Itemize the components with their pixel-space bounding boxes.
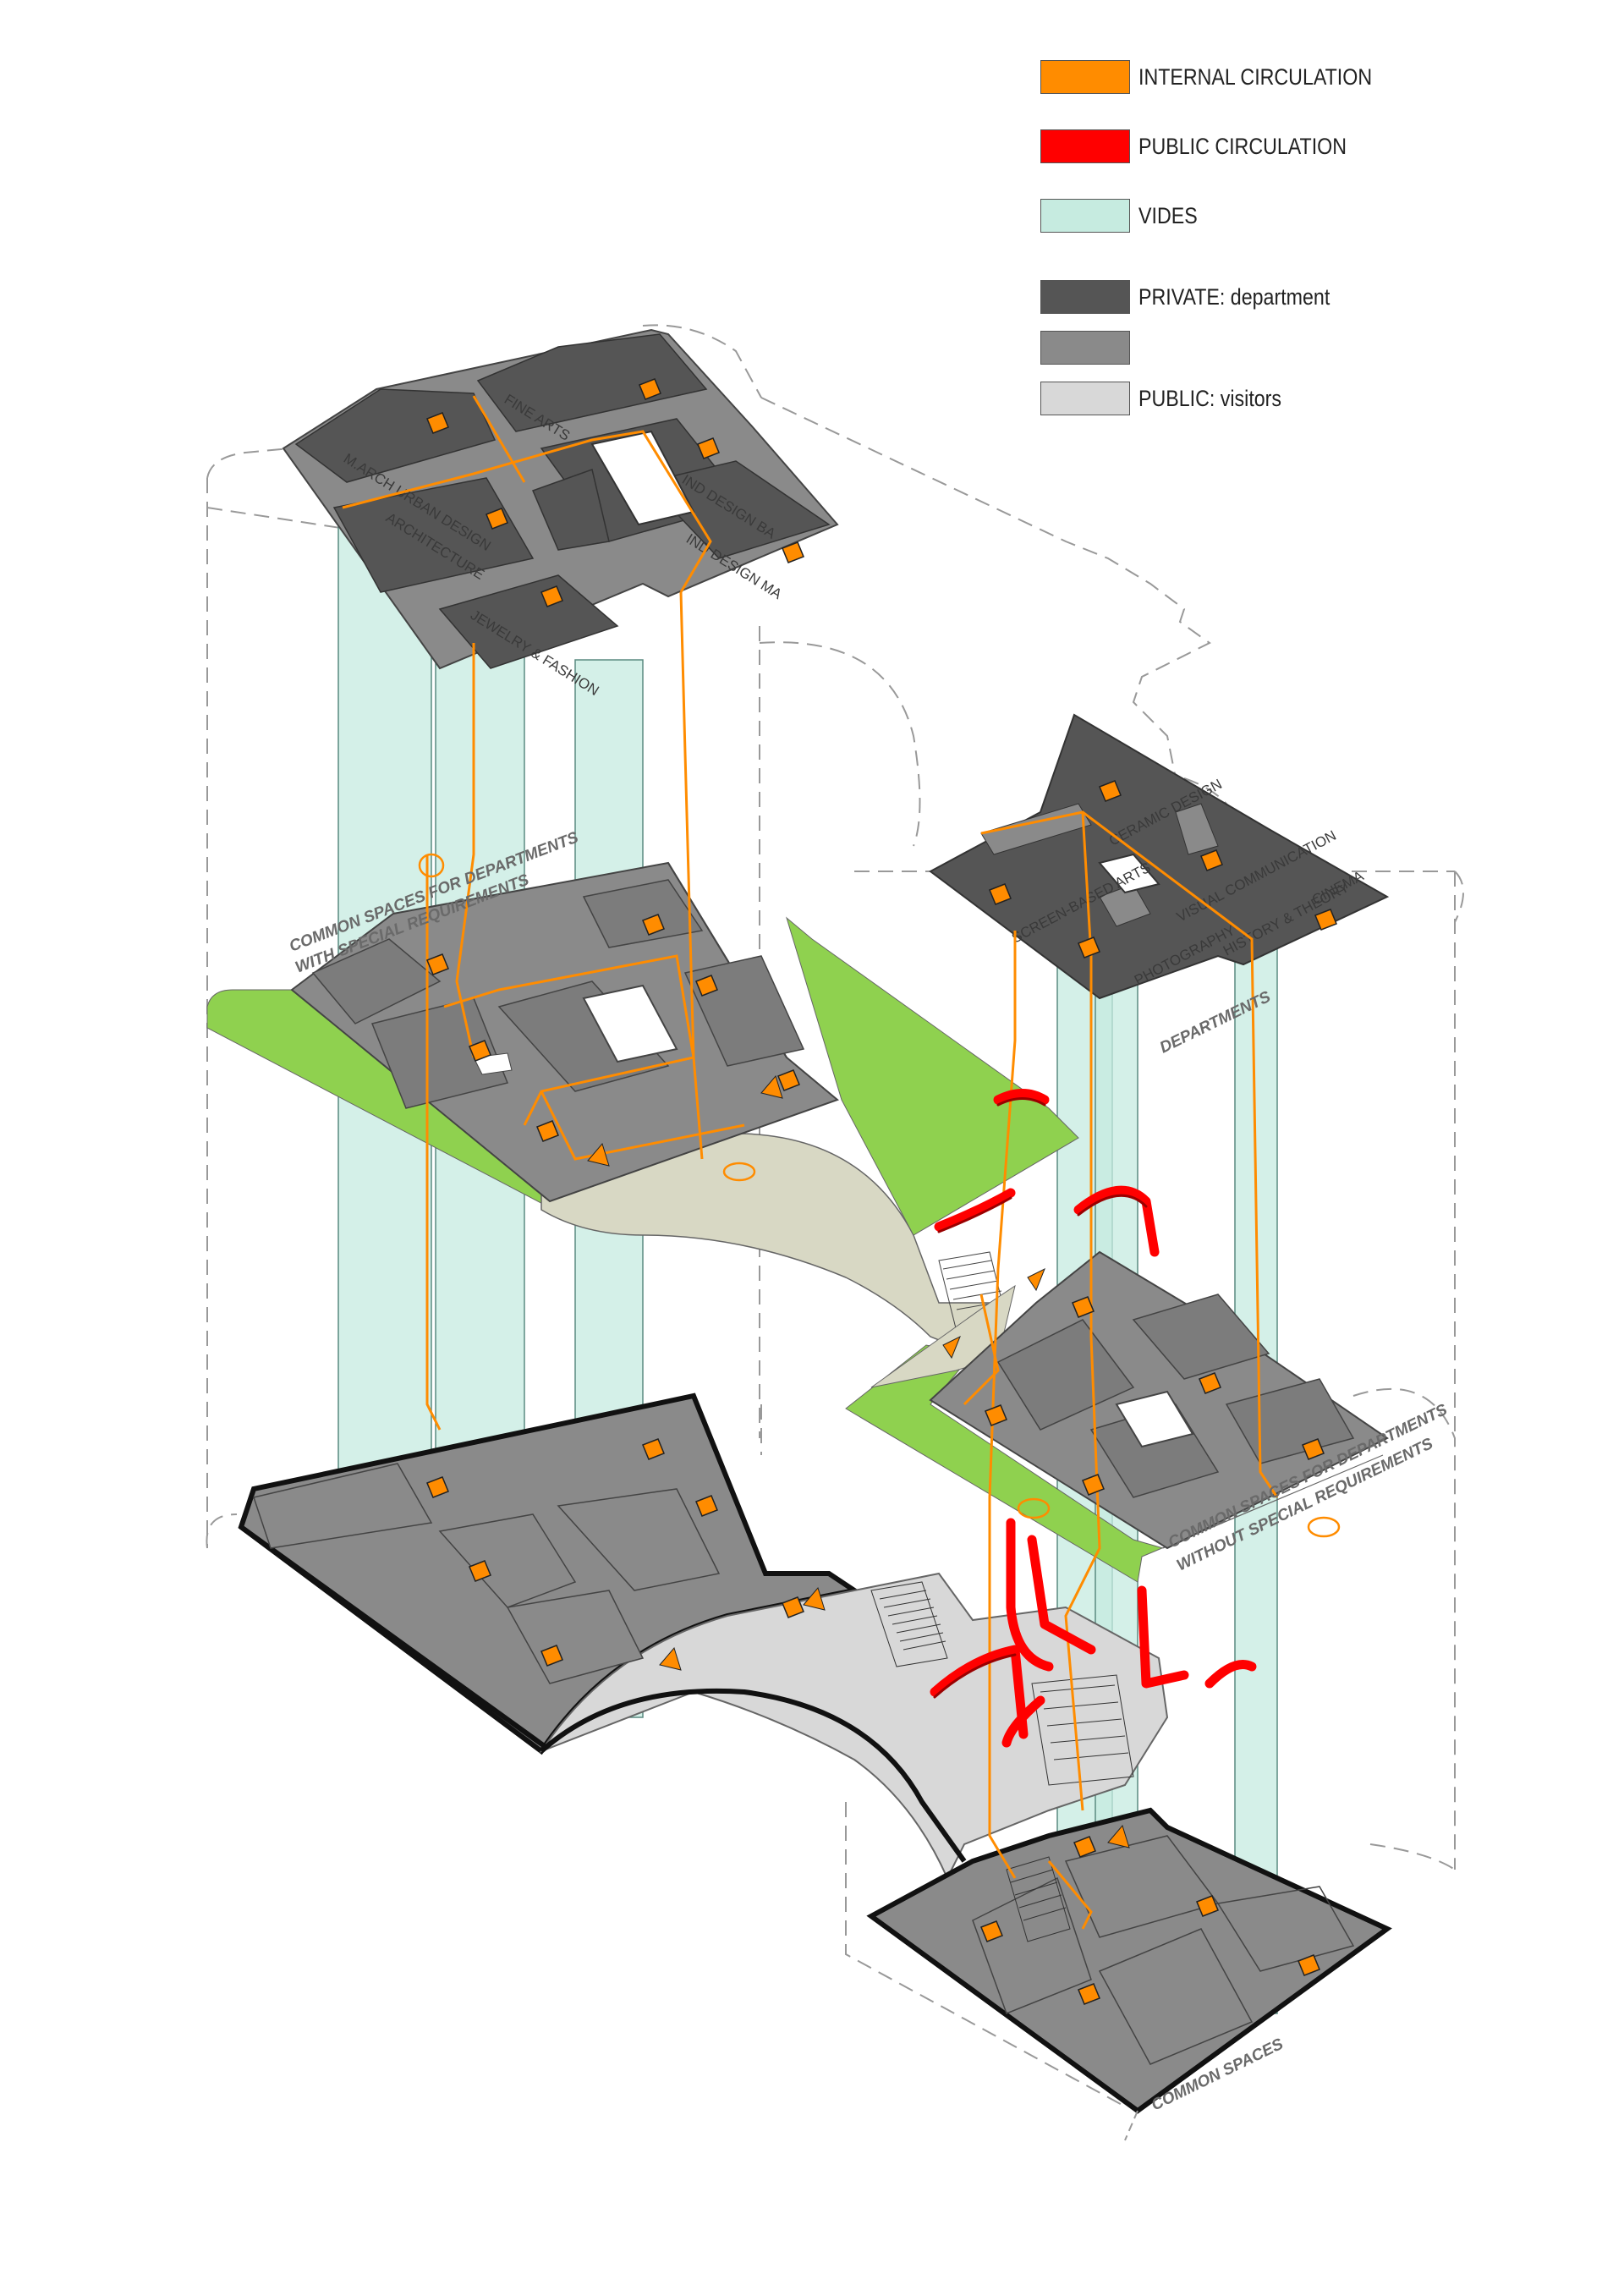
entrance-triangle (587, 1142, 610, 1167)
access-square (1073, 1836, 1096, 1858)
access-square (1078, 937, 1100, 958)
access-square (777, 1069, 800, 1091)
access-square (695, 975, 718, 997)
access-square (985, 1404, 1007, 1426)
access-square (980, 1920, 1003, 1942)
legend-public-visitors: PUBLIC: visitors (1040, 381, 1305, 416)
legend-swatch-internal (1040, 60, 1130, 94)
access-square (469, 1560, 491, 1582)
legend-swatch-semi (1040, 331, 1130, 365)
level-ground (238, 1392, 1169, 1881)
access-square (536, 1120, 559, 1142)
entrance-triangle (659, 1646, 682, 1671)
level-departments-right: CERAMIC DESIGN SCREEN-BASED ARTS VISUAL … (929, 713, 1390, 1000)
access-square (540, 1645, 563, 1667)
common-slab (866, 1807, 1392, 2114)
access-square (782, 541, 804, 563)
legend-vides: VIDES (1040, 198, 1207, 233)
access-square (1082, 1474, 1105, 1496)
public-circulation (930, 1089, 1257, 1748)
access-square (1200, 849, 1223, 871)
access-square (1298, 1954, 1320, 1976)
entrance-triangle (942, 1335, 961, 1359)
entrance-triangle (1027, 1267, 1045, 1292)
access-square (1314, 909, 1337, 931)
access-square (989, 883, 1012, 905)
internal-circulation (342, 395, 1279, 1930)
legend-swatch-vides (1040, 199, 1130, 233)
legend-public-circulation: PUBLIC CIRCULATION (1040, 129, 1380, 164)
access-square (642, 914, 665, 936)
legend-label-internal: INTERNAL CIRCULATION (1138, 63, 1373, 90)
access-square (782, 1596, 804, 1618)
access-square (426, 1476, 449, 1498)
access-square (1199, 1372, 1221, 1394)
entrance-triangle (803, 1586, 826, 1611)
access-square (540, 585, 563, 607)
access-markers (426, 378, 1337, 2005)
special-void-opening (582, 984, 678, 1063)
entrance-arrows (587, 1074, 1130, 1848)
ground-rooms (253, 1463, 721, 1684)
legend-label-public-circ: PUBLIC CIRCULATION (1138, 133, 1347, 159)
legend-private: PRIVATE: department (1040, 279, 1361, 315)
legend-swatch-public-circ (1040, 129, 1130, 163)
access-square (469, 1040, 491, 1062)
access-square (642, 1438, 665, 1460)
legend-semi-private (1040, 330, 1138, 365)
legend-swatch-private (1040, 280, 1130, 314)
access-square (426, 953, 449, 975)
legend-label-vides: VIDES (1138, 202, 1198, 228)
public-circulation-shadow (933, 1097, 1148, 1699)
legend-internal-circulation: INTERNAL CIRCULATION (1040, 59, 1410, 95)
entrance-triangle (760, 1074, 783, 1099)
circulation-nodes (418, 853, 1341, 1538)
access-square (1078, 1983, 1100, 2005)
access-square (426, 412, 449, 434)
special-void-opening (473, 1052, 513, 1075)
legend-swatch-public (1040, 382, 1130, 415)
access-square (486, 508, 508, 530)
entrance-triangle (1107, 1824, 1130, 1848)
legend-label-private: PRIVATE: department (1138, 283, 1330, 310)
access-square (1072, 1296, 1095, 1318)
stairs-ground (870, 1581, 1134, 1786)
access-square (1302, 1438, 1325, 1460)
access-square (697, 437, 720, 459)
access-square (639, 378, 661, 400)
left-dept-rooms (294, 333, 831, 669)
access-square (1196, 1895, 1219, 1917)
legend-label-public: PUBLIC: visitors (1138, 385, 1282, 411)
level-common-spaces (866, 1807, 1392, 2141)
right-dept-slab (929, 713, 1390, 1000)
access-square (695, 1495, 718, 1517)
access-square (1099, 780, 1122, 802)
